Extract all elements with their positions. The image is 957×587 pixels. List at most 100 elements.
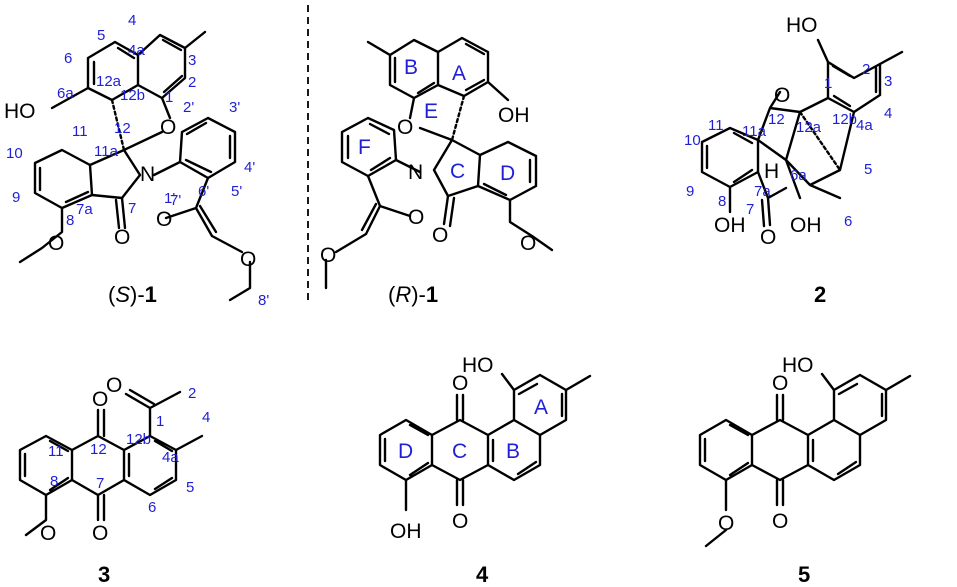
locant-3-1: 1	[156, 413, 164, 430]
locant-s1-2p: 2'	[183, 99, 194, 116]
locant-s1-7p: 7'	[170, 192, 181, 209]
bond-3-ring-center	[70, 434, 126, 497]
bond-r1-ring-f	[340, 116, 398, 178]
atom-2-oh-6a: OH	[790, 214, 822, 237]
locant-3-2: 2	[188, 385, 196, 402]
locant-s1-4p: 4'	[244, 159, 255, 176]
bond-s1-12b-12-hashed	[110, 98, 126, 152]
ring-4-a: A	[534, 396, 548, 419]
bond-4-ring-c	[430, 418, 490, 482]
bond-2-bridge	[756, 90, 856, 200]
atom-2-ho: HO	[786, 14, 818, 37]
bond-5-co-top	[775, 393, 785, 422]
ring-r1-c: C	[450, 160, 465, 183]
locant-2-12: 12	[768, 111, 785, 128]
locant-2-8: 8	[718, 193, 726, 210]
ring-4-b: B	[506, 440, 520, 463]
compound-4: HO O O OH A B C D 4	[378, 354, 592, 587]
atom-s1-ho: HO	[4, 100, 36, 123]
bond-r1-ester	[334, 174, 412, 254]
locant-3-4: 4	[202, 409, 210, 426]
locant-3-5: 5	[186, 479, 194, 496]
locant-2-12a: 12a	[796, 119, 822, 136]
atom-5-o-bottom: O	[772, 510, 788, 533]
ring-r1-e: E	[424, 100, 438, 123]
atom-3-o-12: O	[92, 388, 108, 411]
locant-s1-5p: 5'	[231, 183, 242, 200]
locant-s1-1: 1	[165, 89, 173, 106]
locant-s1-12: 12	[114, 120, 131, 137]
bond-s1-o-12	[122, 130, 164, 152]
bond-r1-o-c	[418, 126, 454, 142]
atom-r1-oh: OH	[498, 104, 530, 127]
bond-r1-o	[408, 96, 416, 120]
atom-2-h: H	[764, 160, 779, 183]
bond-5-oh-a	[820, 372, 836, 392]
ring-r1-b: B	[404, 56, 418, 79]
bond-4-ring-d	[378, 418, 434, 482]
bond-s1-ring-right	[136, 33, 187, 100]
locant-2-10: 10	[684, 132, 701, 149]
bond-2-ring-left	[700, 126, 760, 189]
atom-3-o-methoxy: O	[40, 522, 56, 545]
bond-s1-ring-lower-left	[33, 148, 94, 210]
atom-s1-o-ether: O	[160, 116, 176, 139]
bond-2-methyl	[878, 50, 904, 66]
atom-5-o-top: O	[772, 372, 788, 395]
locant-s1-6: 6	[64, 50, 72, 67]
locant-2-11a: 11a	[742, 123, 767, 140]
locant-s1-12a: 12a	[96, 73, 122, 90]
locant-s1-2: 2	[188, 74, 196, 91]
bond-4-oh-a	[500, 372, 516, 392]
atom-r1-o-methoxy: O	[520, 232, 536, 255]
locant-3-12b: 12b	[126, 431, 151, 448]
locant-s1-3p: 3'	[229, 99, 240, 116]
bond-r1-n-f	[394, 158, 422, 174]
locant-3-8: 8	[50, 473, 58, 490]
bond-5-ring-b	[806, 418, 862, 482]
bond-s1-n-1p	[152, 160, 182, 177]
locant-2-2: 2	[862, 61, 870, 78]
locant-2-5: 5	[864, 161, 872, 178]
bond-2-6a-oh	[784, 158, 802, 200]
atom-5-o-methoxy: O	[718, 512, 734, 535]
bond-4-co-bottom	[455, 478, 465, 507]
atom-s1-n: N	[140, 163, 155, 186]
bond-3-acetyl	[124, 388, 182, 438]
bond-4-ring-b	[486, 418, 542, 482]
atom-3-o-acetyl: O	[106, 374, 122, 397]
locant-2-6: 6	[844, 213, 852, 230]
bond-r1-ome	[508, 198, 554, 252]
locant-s1-6p: 6'	[198, 183, 209, 200]
locant-s1-7a: 7a	[76, 201, 93, 218]
locant-2-3: 3	[884, 73, 892, 90]
bond-5-co-bottom	[775, 478, 785, 507]
bond-3-12-o	[96, 408, 106, 438]
bond-r1-oh	[486, 80, 510, 102]
locant-s1-11: 11	[72, 123, 88, 140]
bond-3-ome	[24, 493, 48, 537]
atom-s1-o-carbonyl: O	[114, 226, 130, 249]
compound-label-3: 3	[98, 562, 110, 587]
locant-2-4a: 4a	[856, 117, 873, 134]
atom-r1-o-ether: O	[397, 116, 413, 139]
atom-5-ho: HO	[782, 354, 814, 377]
compound-label-4: 4	[476, 562, 489, 587]
compound-label-r1: (R)-1	[388, 282, 438, 307]
bond-s1-isoindolinone	[88, 148, 142, 200]
locant-s1-5: 5	[97, 27, 105, 44]
locant-2-9: 9	[686, 183, 694, 200]
bond-r1-ring-d	[476, 140, 538, 202]
bond-2-7-o	[756, 170, 788, 228]
ring-4-c: C	[452, 440, 467, 463]
bond-5-ring-d	[698, 418, 754, 482]
bond-5-ring-c	[750, 418, 810, 482]
compound-5: HO O O O 5	[698, 354, 912, 587]
atom-s1-o-ester-carbonyl: O	[156, 208, 172, 231]
locant-2-11: 11	[708, 117, 724, 134]
bond-3-7-o	[96, 493, 106, 522]
bond-2-ring-right	[826, 60, 882, 114]
atom-s1-o-methoxy: O	[48, 232, 64, 255]
bond-r1-a-c-hashed	[450, 94, 466, 142]
locant-3-12: 12	[90, 441, 107, 458]
